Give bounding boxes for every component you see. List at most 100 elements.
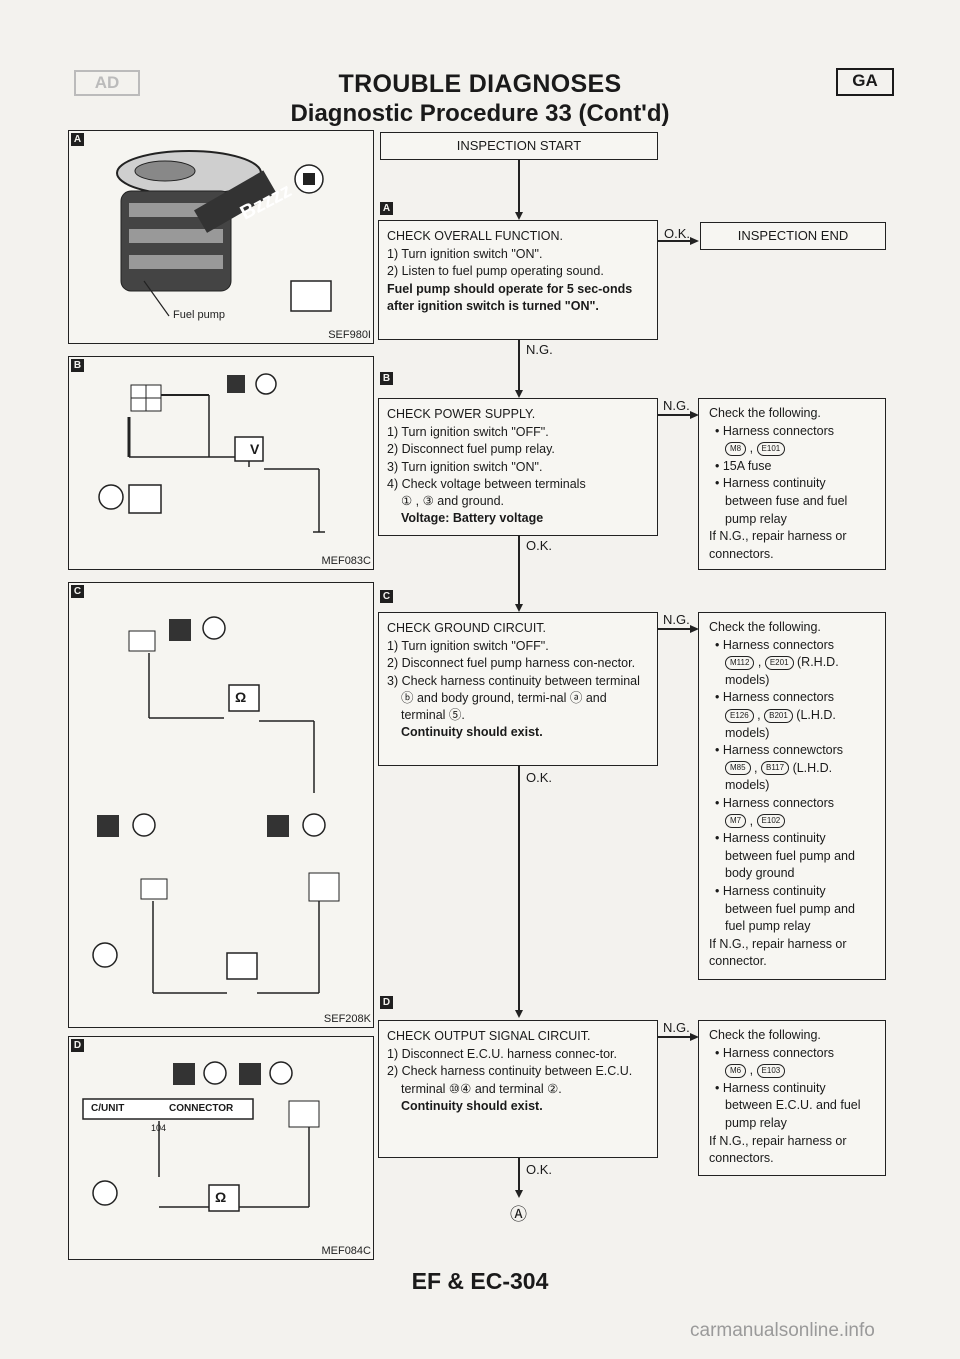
step-c-item-5: • Harness continuity (715, 831, 826, 846)
step-d-check-box: Check the following. • Harness connector… (698, 1020, 886, 1176)
step-c-ok-label: O.K. (526, 770, 553, 785)
step-a-line-2: 2) Listen to fuel pump operating sound. (387, 264, 604, 279)
page-title: TROUBLE DIAGNOSES (338, 70, 622, 98)
step-c-line-2: 2) Disconnect fuel pump harness con-nect… (387, 656, 636, 671)
diagram-c-ref: SEF208K (323, 1013, 371, 1025)
step-d-letter: D (380, 996, 393, 1009)
step-c-line-3: 3) Check harness continuity between term… (387, 673, 640, 723)
flow-arrow (515, 604, 523, 612)
section-tag-ga: GA (836, 68, 894, 96)
page-number: EF & EC-304 (411, 1268, 549, 1294)
flow-arrow (690, 625, 699, 633)
page-subtitle: Diagnostic Procedure 33 (Cont'd) (290, 100, 670, 127)
step-d-title: CHECK OUTPUT SIGNAL CIRCUIT. (387, 1029, 591, 1043)
step-d-ng-label: N.G. (663, 1020, 690, 1035)
step-c-item-1: • Harness connectors (715, 637, 835, 652)
step-c-item-4: • Harness connectors (715, 795, 835, 810)
continue-marker-a: Ⓐ (510, 1205, 527, 1224)
inspection-end-box: INSPECTION END (700, 222, 886, 250)
diagram-d-letter: D (71, 1039, 84, 1052)
step-a-title: CHECK OVERALL FUNCTION. (387, 229, 563, 243)
step-c-criteria: Continuity should exist. (401, 725, 543, 740)
flow-arrow (690, 1033, 699, 1041)
step-c-item-4-connectors: M7 , E102 (709, 813, 875, 831)
diagram-a-letter: A (71, 133, 84, 146)
flow-arrow (515, 390, 523, 398)
step-b-check-footer: If N.G., repair harness or connectors. (709, 529, 847, 561)
step-d-item-1: • Harness connectors (715, 1045, 835, 1060)
diagram-b-ref: MEF083C (321, 555, 371, 567)
step-b-letter: B (380, 372, 393, 385)
step-b-item-1: • Harness connectors (715, 423, 835, 438)
step-b-item-3: • Harness continuity (715, 476, 826, 491)
voltmeter-symbol: V (250, 441, 260, 457)
step-b-title: CHECK POWER SUPPLY. (387, 407, 536, 421)
inspection-start-box: INSPECTION START (380, 132, 658, 160)
diagram-d-ref: MEF084C (321, 1245, 371, 1257)
step-b-line-1: 1) Turn ignition switch "OFF". (387, 425, 549, 440)
ohmmeter-symbol-d: Ω (215, 1189, 227, 1205)
step-c-item-2: • Harness connectors (715, 690, 835, 705)
flow-arrow (515, 1010, 523, 1018)
ohmmeter-symbol: Ω (235, 689, 247, 705)
step-b-line-2: 2) Disconnect fuel pump relay. (387, 442, 555, 457)
watermark: carmanualsonline.info (690, 1320, 875, 1341)
step-b-criteria: Voltage: Battery voltage (401, 511, 544, 526)
power-supply-wiring (98, 373, 325, 533)
diagram-a-ref: SEF980I (328, 329, 371, 341)
step-a-letter: A (380, 202, 393, 215)
diagram-b-letter: B (71, 359, 84, 372)
step-b-box: CHECK POWER SUPPLY. 1) Turn ignition swi… (378, 398, 658, 536)
step-b-line-4: 4) Check voltage between terminals (387, 476, 586, 491)
step-c-item-6: • Harness continuity (715, 883, 826, 898)
control-unit-label: C/UNIT (91, 1103, 125, 1114)
flow-line (518, 536, 520, 610)
step-d-item-1-connectors: M6 , E103 (709, 1062, 875, 1080)
diagram-a-panel: A Bzzzz Fuel pump SEF980I (68, 130, 374, 344)
flow-arrow (690, 411, 699, 419)
step-d-criteria: Continuity should exist. (401, 1098, 543, 1113)
step-a-line-1: 1) Turn ignition switch "ON". (387, 247, 543, 262)
flow-line (518, 766, 520, 1016)
flow-arrow (690, 237, 699, 245)
step-c-item-2-connectors: E126 , B201 (L.H.D. models) (725, 707, 836, 740)
step-c-item-3: • Harness connewctors (715, 743, 844, 758)
flow-arrow (515, 1190, 523, 1198)
step-d-line-2: 2) Check harness continuity between E.C.… (387, 1064, 633, 1096)
step-c-box: CHECK GROUND CIRCUIT. 1) Turn ignition s… (378, 612, 658, 766)
flow-line (518, 1158, 520, 1196)
flow-line (518, 340, 520, 396)
step-c-ng-label: N.G. (663, 612, 690, 627)
terminal-104-label: 104 (151, 1123, 167, 1133)
step-d-ok-label: O.K. (526, 1162, 553, 1177)
step-c-line-1: 1) Turn ignition switch "OFF". (387, 639, 549, 654)
step-d-item-2-sub: between E.C.U. and fuel pump relay (725, 1098, 861, 1130)
step-b-item-3-sub: between fuse and fuel pump relay (725, 493, 848, 526)
step-b-check-box: Check the following. • Harness connector… (698, 398, 886, 570)
output-signal-wiring (82, 1061, 320, 1212)
step-b-ok-label: O.K. (526, 538, 553, 553)
step-d-box: CHECK OUTPUT SIGNAL CIRCUIT. 1) Disconne… (378, 1020, 658, 1158)
diagram-c-panel: C Ω SEF208K (68, 582, 374, 1028)
step-c-item-6-sub: between fuel pump and fuel pump relay (725, 901, 855, 934)
step-a-criteria: Fuel pump should operate for 5 sec-onds … (387, 281, 633, 313)
step-c-title: CHECK GROUND CIRCUIT. (387, 621, 547, 635)
diagram-c-letter: C (71, 585, 84, 598)
fuel-pump-illustration (116, 150, 332, 317)
fuel-pump-label: Fuel pump (173, 309, 225, 321)
step-b-ng-label: N.G. (663, 398, 690, 413)
step-b-line-5: ① , ③ and ground. (401, 494, 505, 509)
step-d-line-1: 1) Disconnect E.C.U. harness connec-tor. (387, 1047, 617, 1062)
step-d-item-2: • Harness continuity (715, 1080, 826, 1095)
step-b-check-title: Check the following. (709, 406, 821, 420)
step-d-check-title: Check the following. (709, 1028, 821, 1042)
step-a-ng-label: N.G. (526, 342, 553, 357)
flow-line (518, 160, 520, 218)
flow-arrow (515, 212, 523, 220)
step-c-check-title: Check the following. (709, 620, 821, 634)
step-c-check-footer: If N.G., repair harness or connector. (709, 936, 847, 969)
flow-line (658, 1036, 694, 1038)
flow-line (658, 628, 694, 630)
step-c-check-box: Check the following. • Harness connector… (698, 612, 886, 980)
step-c-item-5-sub: between fuel pump and body ground (725, 848, 855, 881)
